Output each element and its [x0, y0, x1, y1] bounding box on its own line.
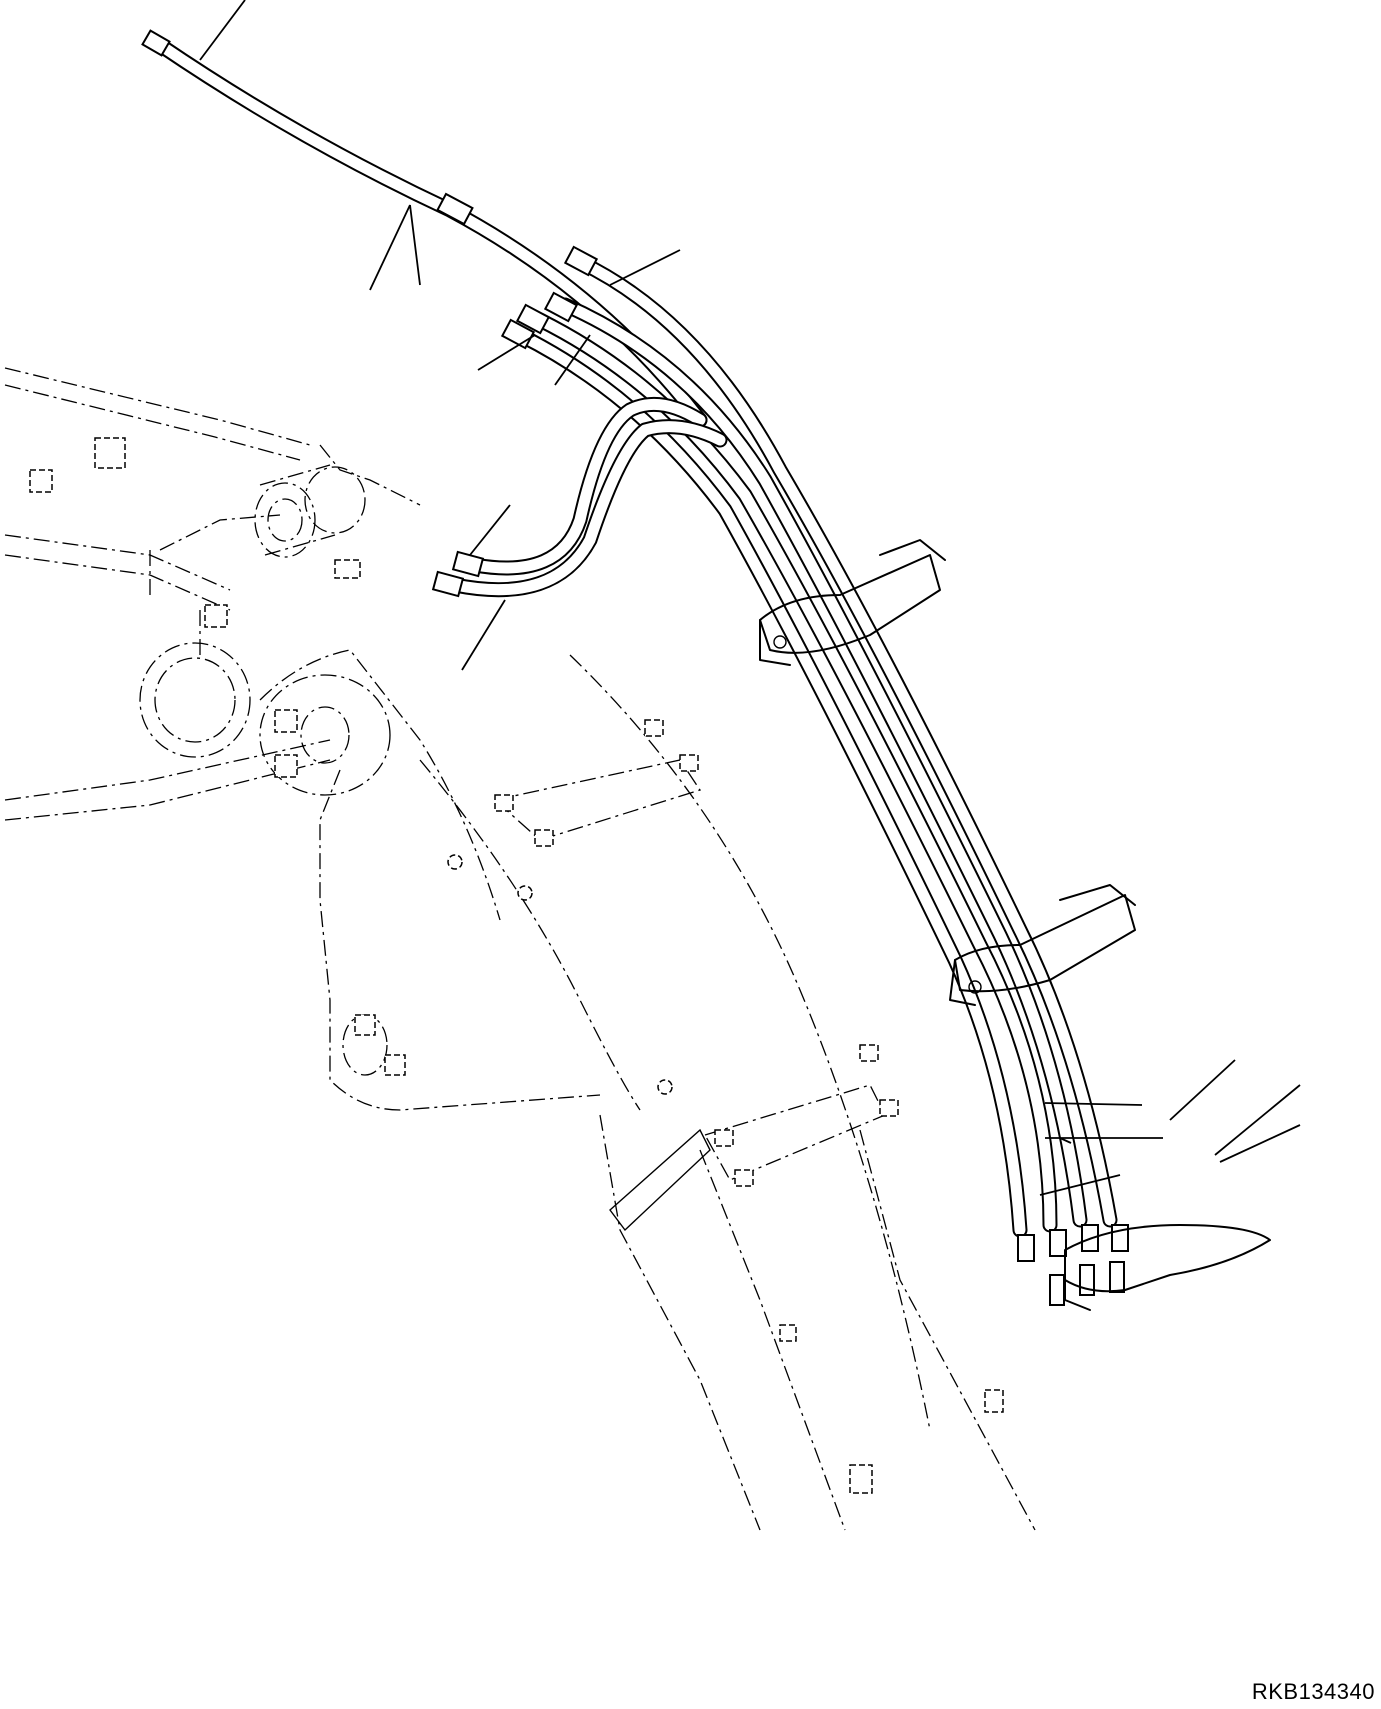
boom-outline-icon	[4, 367, 421, 821]
callout-leaders	[199, 0, 1301, 1196]
hydraulic-hose-icon	[152, 37, 1118, 1238]
arm-outline-icon	[259, 649, 1036, 1531]
hose-clamp-icon	[759, 539, 1271, 1311]
drawing-reference-code: RKB134340	[1251, 1679, 1375, 1704]
hose-fitting-icon	[141, 29, 1129, 1306]
